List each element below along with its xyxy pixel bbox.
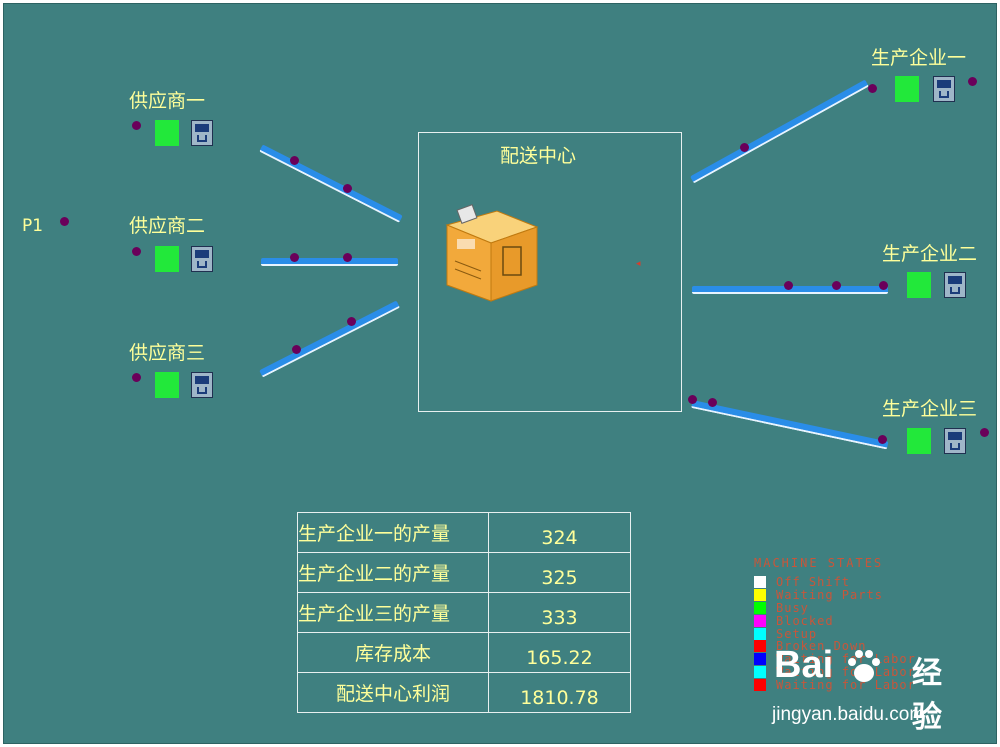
stat-label: 库存成本: [297, 632, 489, 673]
legend-item: Waiting for Labor: [754, 664, 916, 679]
conveyor-plant-3[interactable]: [691, 400, 889, 450]
plant-1-status[interactable]: [895, 76, 919, 102]
plant-1-machine-icon[interactable]: [933, 76, 955, 102]
plant-1-label: 生产企业一: [871, 47, 967, 69]
legend-label: Busy: [776, 601, 809, 615]
legend-label: Waiting for Labor: [776, 664, 916, 679]
distribution-center-box[interactable]: [418, 132, 682, 412]
part-entity: [708, 398, 717, 407]
package-box-icon: [445, 204, 539, 302]
stat-value: 165.22: [488, 632, 631, 673]
legend-label: Waiting for Labor: [776, 677, 916, 692]
table-row: 库存成本 165.22: [297, 632, 631, 673]
supplier-2-label: 供应商二: [129, 215, 206, 237]
conveyor-supplier-2[interactable]: [261, 258, 398, 266]
supplier-2-status[interactable]: [155, 246, 179, 272]
plant-2-status[interactable]: [907, 272, 931, 298]
supplier-1-machine-icon[interactable]: [191, 120, 213, 146]
conveyor-plant-1[interactable]: [690, 79, 869, 184]
watermark-suffix: 经验: [912, 657, 942, 734]
legend-swatch: [754, 640, 766, 653]
part-entity: [868, 84, 877, 93]
supplier-3-label: 供应商三: [129, 342, 206, 364]
conveyor-plant-2[interactable]: [692, 286, 888, 294]
stat-value: 333: [488, 592, 631, 633]
stat-label: 生产企业二的产量: [297, 552, 489, 593]
part-entity: [343, 184, 352, 193]
table-row: 配送中心利润 1810.78: [297, 672, 631, 713]
stat-value: 1810.78: [488, 672, 631, 713]
legend-item: Blocked: [754, 613, 916, 628]
part-entity: [832, 281, 841, 290]
legend-label: Off Shift: [776, 575, 851, 590]
legend-label: Waiting for Labor: [776, 652, 916, 667]
legend-item: Waiting for Labor: [754, 652, 916, 667]
marker: ◂: [636, 259, 641, 269]
legend-title: MACHINE STATES: [754, 556, 884, 570]
stat-value: 325: [488, 552, 631, 593]
legend-item: Busy: [754, 601, 916, 615]
plant-2-label: 生产企业二: [882, 243, 978, 265]
part-entity: [688, 395, 697, 404]
part-entity: [132, 121, 141, 130]
part-entity: [347, 317, 356, 326]
legend-item: Waiting for Labor: [754, 677, 916, 692]
legend-label: Broken Down: [776, 639, 867, 654]
legend-swatch: [754, 678, 766, 691]
legend-swatch: [754, 627, 766, 640]
part-entity: [879, 281, 888, 290]
part-entity: [980, 428, 989, 437]
table-row: 生产企业二的产量 325: [297, 552, 631, 593]
supplier-1-status[interactable]: [155, 120, 179, 146]
legend-item: Setup: [754, 626, 916, 641]
part-entity: [343, 253, 352, 262]
stat-label: 生产企业三的产量: [297, 592, 489, 633]
legend-swatch: [754, 601, 766, 614]
legend-swatch: [754, 614, 766, 627]
part-entity: [878, 435, 887, 444]
part-entity: [132, 247, 141, 256]
part-entity: [60, 217, 69, 226]
simulation-canvas: P1 供应商一 供应商二 供应商三 配送中心 ◂: [3, 3, 997, 744]
legend-label: Waiting Parts: [776, 588, 883, 603]
legend-item: Broken Down: [754, 639, 916, 654]
conveyor-supplier-1[interactable]: [259, 144, 403, 223]
stats-table: 生产企业一的产量 324 生产企业二的产量 325 生产企业三的产量 333 库…: [297, 512, 631, 713]
conveyor-supplier-3[interactable]: [259, 300, 401, 378]
plant-3-status[interactable]: [907, 428, 931, 454]
legend-swatch: [754, 665, 766, 678]
supplier-3-status[interactable]: [155, 372, 179, 398]
part-entity: [740, 143, 749, 152]
legend-swatch: [754, 589, 766, 602]
stat-label: 配送中心利润: [297, 672, 489, 713]
part-entity: [968, 77, 977, 86]
legend-swatch: [754, 576, 766, 589]
table-row: 生产企业一的产量 324: [297, 512, 631, 553]
part-entity: [290, 156, 299, 165]
supplier-2-machine-icon[interactable]: [191, 246, 213, 272]
part-entity: [784, 281, 793, 290]
watermark-url: jingyan.baidu.com: [772, 704, 926, 725]
paw-icon: [848, 650, 880, 682]
source-label: P1: [22, 216, 44, 236]
distribution-center-label: 配送中心: [500, 145, 577, 167]
plant-3-machine-icon[interactable]: [944, 428, 966, 454]
legend-item: Off Shift: [754, 575, 916, 590]
supplier-1-label: 供应商一: [129, 90, 206, 112]
watermark-brand: Bai: [774, 644, 834, 686]
table-row: 生产企业三的产量 333: [297, 592, 631, 633]
legend-swatch: [754, 653, 766, 666]
stat-label: 生产企业一的产量: [297, 512, 489, 553]
supplier-3-machine-icon[interactable]: [191, 372, 213, 398]
part-entity: [290, 253, 299, 262]
plant-3-label: 生产企业三: [882, 398, 978, 420]
stat-value: 324: [488, 512, 631, 553]
plant-2-machine-icon[interactable]: [944, 272, 966, 298]
legend-item: Waiting Parts: [754, 588, 916, 603]
legend-label: Setup: [776, 626, 818, 641]
part-entity: [292, 345, 301, 354]
part-entity: [132, 373, 141, 382]
legend-label: Blocked: [776, 613, 834, 628]
